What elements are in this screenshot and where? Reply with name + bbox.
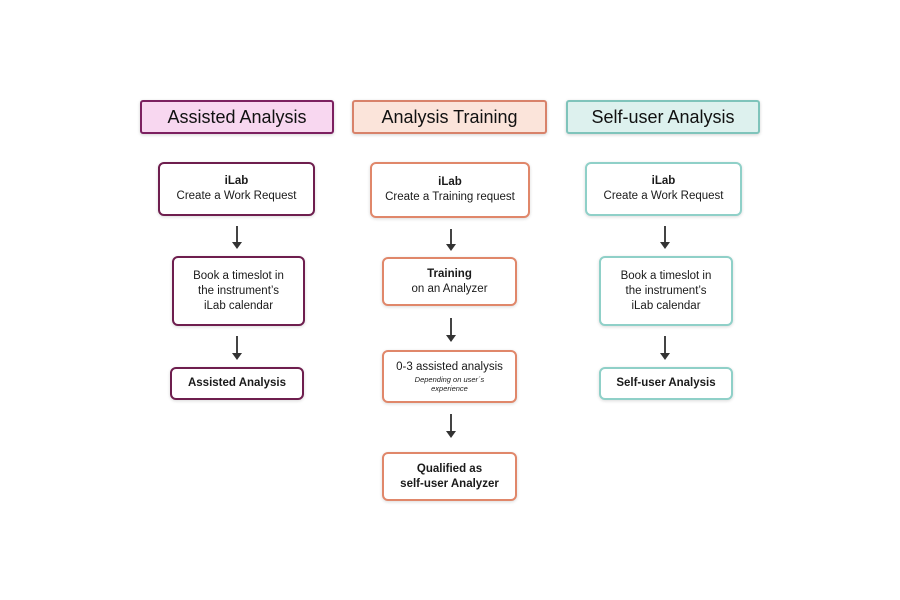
flow-arrow bbox=[446, 318, 456, 342]
training-step-assisted-analysis: 0-3 assisted analysis Depending on user´… bbox=[382, 350, 517, 403]
assisted-analysis-header: Assisted Analysis bbox=[140, 100, 334, 134]
step-title: Training bbox=[427, 267, 472, 280]
step-text: 0-3 assisted analysis bbox=[396, 361, 503, 373]
selfuser-step-final: Self-user Analysis bbox=[599, 367, 733, 400]
flow-arrow bbox=[232, 226, 242, 249]
step-title: Assisted Analysis bbox=[187, 377, 286, 389]
step-text: Create a Training request bbox=[385, 191, 515, 203]
step-title: iLab bbox=[224, 175, 249, 187]
selfuser-step-book-timeslot: Book a timeslot in the instrument’s iLab… bbox=[599, 256, 733, 326]
training-step-qualified: Qualified as self-user Analyzer bbox=[382, 452, 517, 501]
step-title: iLab bbox=[438, 176, 462, 188]
step-note: experience bbox=[431, 384, 468, 393]
training-step-training-request: iLab Create a Training request bbox=[370, 162, 530, 218]
step-text: on an Analyzer bbox=[411, 282, 488, 295]
flow-arrow bbox=[660, 226, 670, 249]
assisted-step-book-timeslot: Book a timeslot in the instrument’s iLab… bbox=[172, 256, 305, 326]
step-title: iLab bbox=[651, 175, 676, 187]
step-text: Create a Work Request bbox=[176, 190, 297, 202]
step-note: Depending on user´s bbox=[414, 375, 485, 384]
step-title: Self-user Analysis bbox=[616, 377, 716, 389]
assisted-step-work-request: iLab Create a Work Request bbox=[158, 162, 315, 216]
step-title: self-user Analyzer bbox=[400, 477, 499, 490]
header-label: Analysis Training bbox=[381, 106, 518, 127]
training-step-on-analyzer: Training on an Analyzer bbox=[382, 257, 517, 306]
self-user-analysis-header: Self-user Analysis bbox=[566, 100, 760, 134]
selfuser-step-work-request: iLab Create a Work Request bbox=[585, 162, 742, 216]
flow-arrow bbox=[232, 336, 242, 360]
flow-arrow bbox=[660, 336, 670, 360]
step-line: Book a timeslot in bbox=[620, 269, 712, 282]
step-line: Book a timeslot in bbox=[193, 269, 284, 282]
flow-arrow bbox=[446, 414, 456, 438]
flow-arrow bbox=[446, 229, 456, 251]
analysis-training-header: Analysis Training bbox=[352, 100, 547, 134]
step-line: the instrument’s bbox=[625, 284, 707, 297]
step-text: Create a Work Request bbox=[603, 190, 724, 202]
header-label: Self-user Analysis bbox=[591, 106, 735, 127]
step-line: iLab calendar bbox=[203, 299, 274, 312]
step-title: Qualified as bbox=[416, 462, 483, 475]
header-label: Assisted Analysis bbox=[167, 106, 307, 127]
step-line: iLab calendar bbox=[631, 299, 701, 312]
assisted-step-final: Assisted Analysis bbox=[170, 367, 304, 400]
step-line: the instrument’s bbox=[198, 284, 279, 297]
